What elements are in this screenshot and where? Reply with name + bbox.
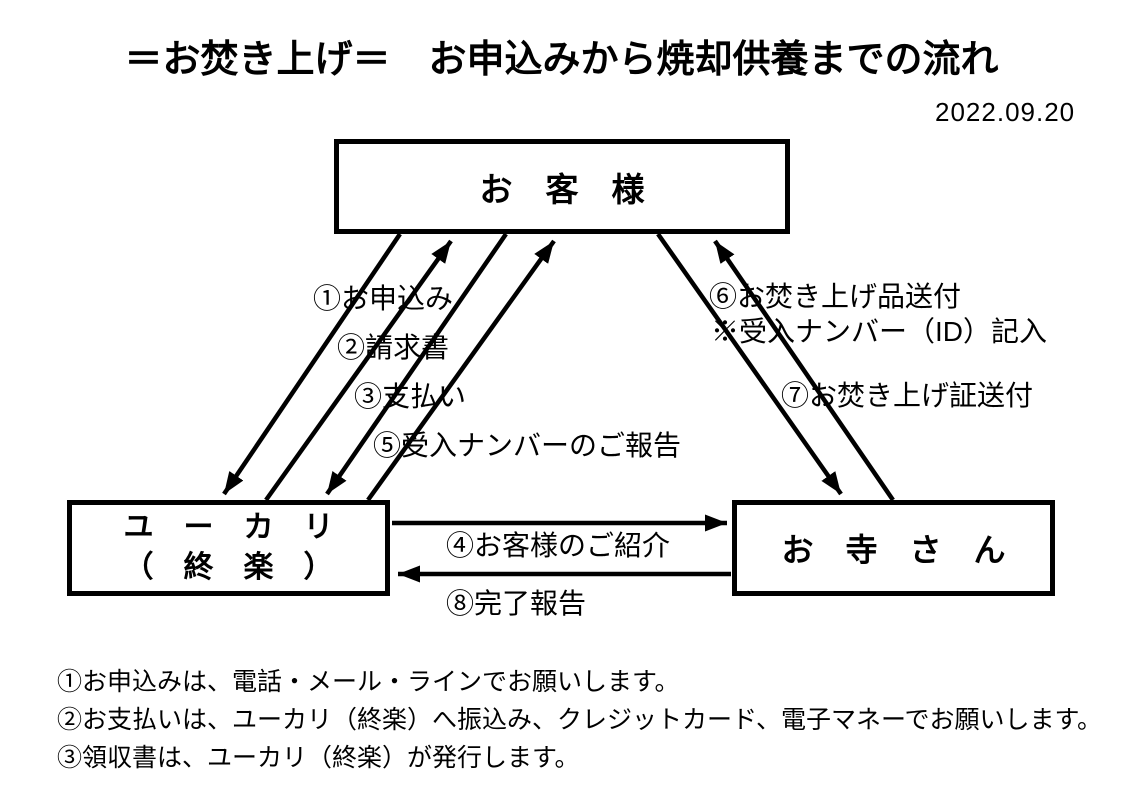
footnotes: ①お申込みは、電話・メール・ラインでお願いします。 ②お支払いは、ユーカリ（終楽…: [57, 663, 1102, 777]
node-temple-label: お 寺 さ ん: [781, 532, 1006, 568]
arrow-e5-number-report: [366, 239, 556, 502]
arrow-e7-certificate: [713, 239, 895, 502]
page-title: ＝お焚き上げ＝ お申込みから焼却供養までの流れ: [124, 39, 999, 81]
node-temple: お 寺 さ ん: [732, 500, 1055, 596]
node-yukari-label-line1: ユ ー カ リ: [123, 511, 334, 544]
edge-label-completion: ⑧完了報告: [446, 588, 587, 619]
edge-label-application: ①お申込み: [313, 283, 454, 314]
edge-label-payment: ③支払い: [354, 381, 467, 412]
edge-label-certificate: ⑦お焚き上げ証送付: [781, 380, 1034, 411]
edge-label-item-shipping: ⑥お焚き上げ品送付: [709, 281, 962, 312]
footnote-2: ②お支払いは、ユーカリ（終楽）へ振込み、クレジットカード、電子マネーでお願いしま…: [57, 706, 1103, 734]
edge-label-item-shipping-note: ※受入ナンバー（ID）記入: [711, 316, 1048, 347]
edge-label-number-report: ⑤受入ナンバーのご報告: [373, 430, 682, 461]
footnote-3: ③領収書は、ユーカリ（終楽）が発行します。: [57, 744, 580, 772]
date-label: 2022.09.20: [935, 97, 1076, 127]
edge-label-invoice: ②請求書: [337, 332, 450, 363]
node-yukari-label-line2: （ 終 楽 ）: [123, 551, 334, 584]
edge-label-referral: ④お客様のご紹介: [446, 530, 671, 561]
node-customer-label: お 客 様: [479, 170, 645, 208]
arrow-e3-payment: [325, 232, 508, 496]
arrow-e6-item-shipping: [656, 232, 843, 496]
arrow-e2-invoice: [264, 239, 453, 502]
footnote-1: ①お申込みは、電話・メール・ラインでお願いします。: [57, 668, 680, 696]
node-customer: お 客 様: [334, 139, 790, 234]
arrow-e1-application: [222, 232, 402, 496]
node-yukari-shuraku: ユ ー カ リ （ 終 楽 ）: [67, 500, 390, 596]
